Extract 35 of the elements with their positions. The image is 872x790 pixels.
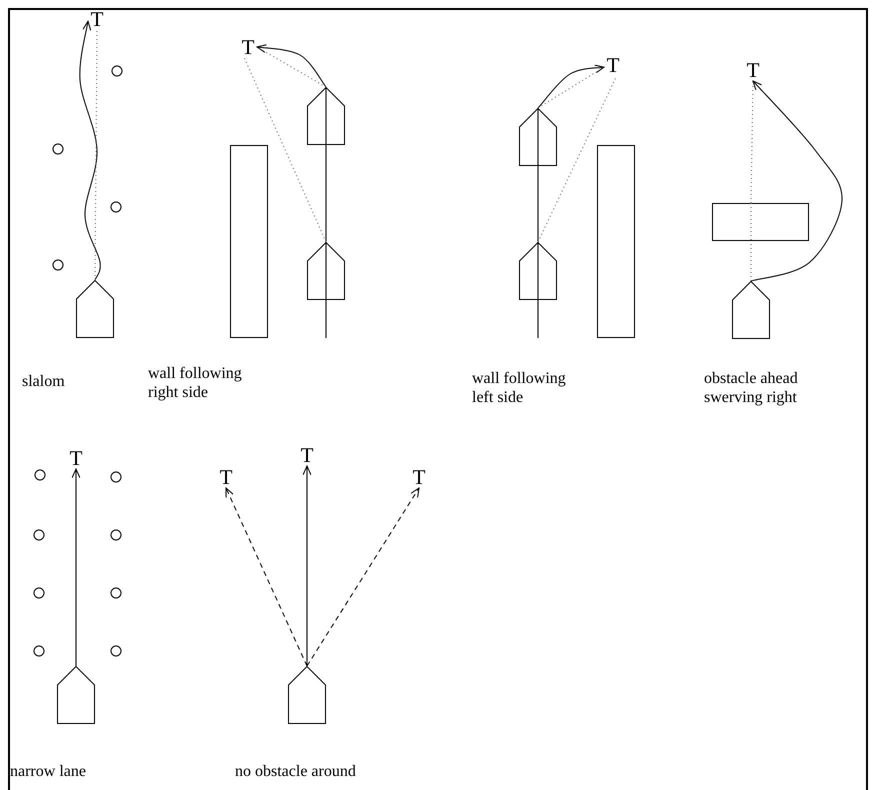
robot-outline [732, 281, 770, 339]
robot-outline [307, 242, 345, 300]
robot-outline [57, 666, 95, 724]
path-arrow [79, 20, 101, 280]
wall-obstacle [712, 203, 809, 241]
sight-line [750, 80, 754, 204]
path-arrow [750, 80, 842, 282]
robot-outline [288, 666, 326, 724]
target-label: T [298, 444, 316, 466]
scenario-caption: obstacle ahead swerving right [704, 369, 799, 407]
robot-outline [76, 280, 114, 338]
target-label: T [410, 466, 428, 488]
wall-obstacle [230, 145, 268, 338]
sight-line [538, 76, 618, 242]
sight-line [94, 30, 98, 280]
target-label: T [239, 36, 257, 58]
path-arrow [72, 468, 80, 666]
path-arrow [302, 466, 312, 666]
scenario-caption: narrow lane [10, 762, 87, 781]
path-arrow [306, 488, 420, 666]
scenario-caption: wall following left side [472, 369, 567, 407]
scenario-caption: no obstacle around [235, 762, 357, 781]
target-label: T [67, 447, 85, 469]
robot-outline [307, 87, 345, 145]
target-label: T [744, 59, 762, 81]
scenario-caption: slalom [22, 372, 66, 391]
target-label: T [604, 54, 622, 76]
path-arrow [226, 488, 308, 666]
wall-obstacle [597, 145, 635, 338]
robot-outline [519, 108, 557, 166]
scenario-caption: wall following right side [148, 364, 243, 402]
sight-line [244, 58, 326, 242]
target-label: T [217, 466, 235, 488]
robot-outline [519, 242, 557, 300]
target-label: T [88, 8, 106, 30]
